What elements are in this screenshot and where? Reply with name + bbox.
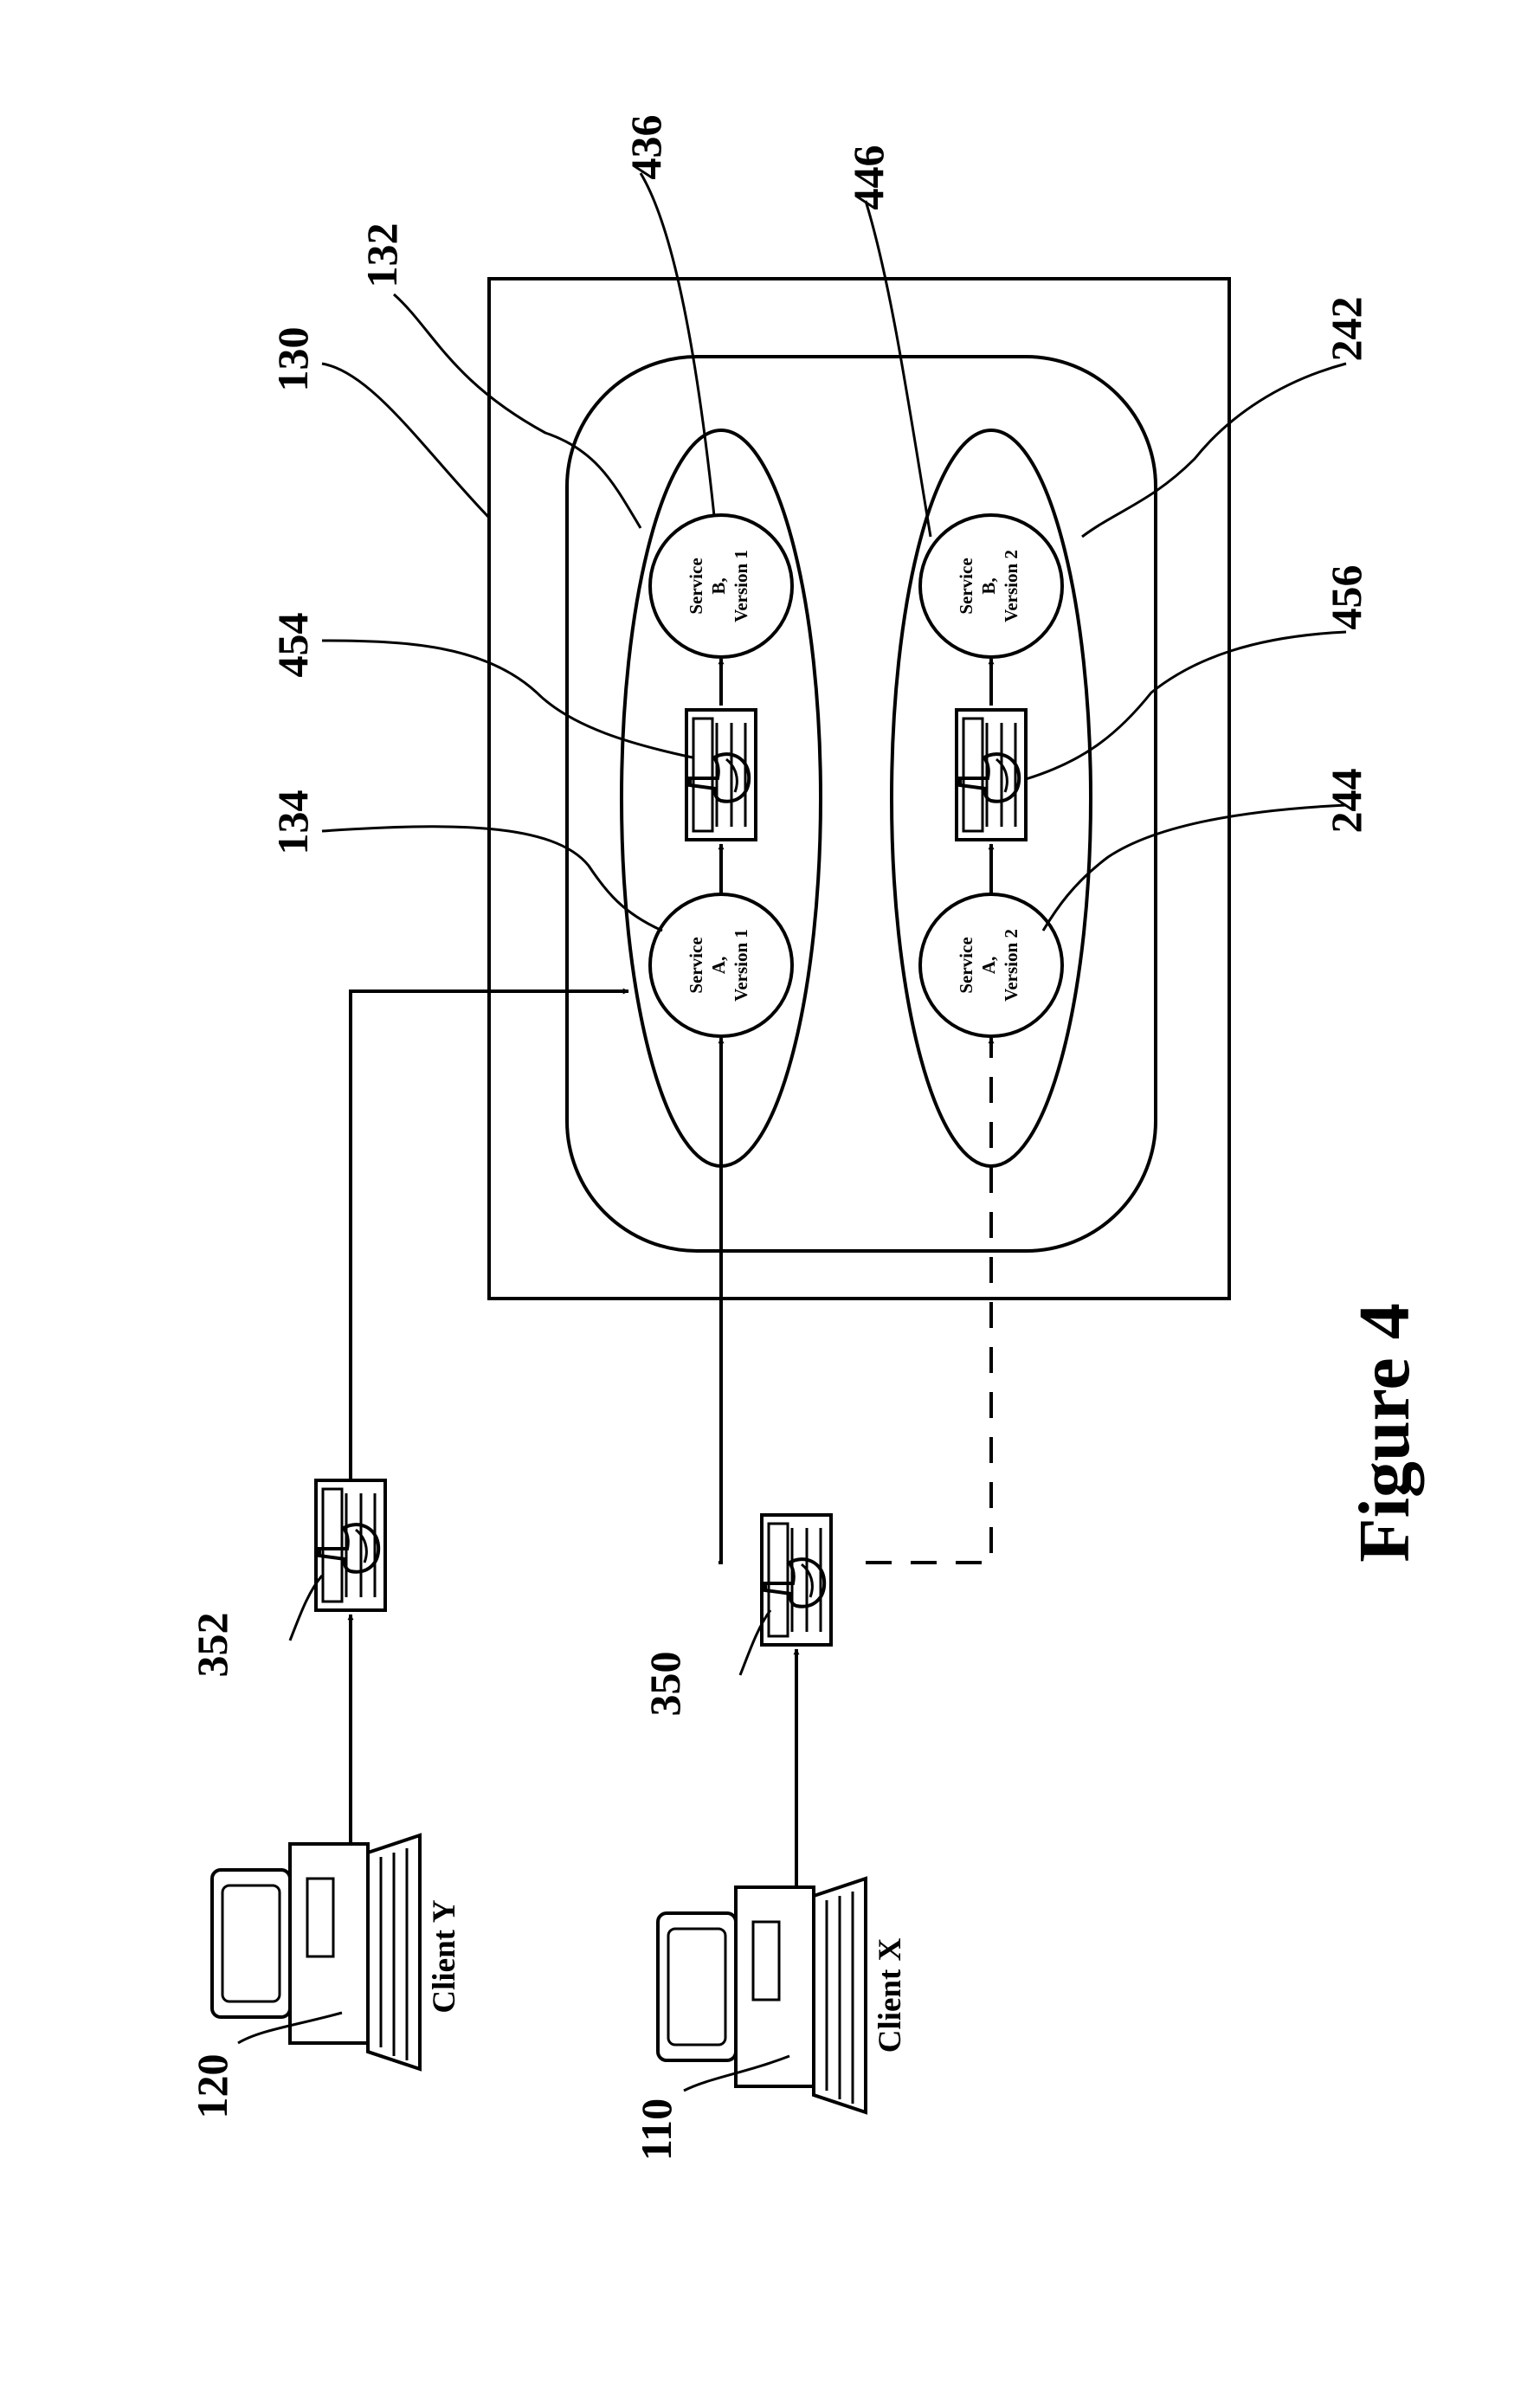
ref-436: 436 <box>622 115 670 180</box>
client-y-computer-icon <box>212 1835 420 2069</box>
client-x-computer-icon <box>658 1879 866 2112</box>
service-b-v2-line2: B, <box>978 577 999 594</box>
service-b-v1-line2: B, <box>708 577 729 594</box>
leader-132 <box>394 294 641 528</box>
ref-110: 110 <box>632 2098 680 2161</box>
leader-350 <box>740 1610 770 1675</box>
ref-244: 244 <box>1322 769 1370 834</box>
leader-446 <box>866 201 931 537</box>
proxy-454-icon <box>686 710 756 840</box>
service-a-v1-line1: Service <box>686 937 706 993</box>
service-a-v2-line2: A, <box>978 957 999 974</box>
service-region <box>567 357 1156 1251</box>
client-y-label: Client Y <box>427 1899 462 2013</box>
leader-454 <box>322 641 693 757</box>
client-x-label: Client X <box>873 1937 908 2053</box>
ref-454: 454 <box>268 613 317 678</box>
service-b-v1-line3: Version 1 <box>731 550 751 622</box>
service-a-v2-line1: Service <box>956 937 976 993</box>
service-a-v1-line3: Version 1 <box>731 929 751 1002</box>
ref-242: 242 <box>1322 297 1370 362</box>
ref-446: 446 <box>844 145 892 210</box>
ref-120: 120 <box>188 2054 236 2119</box>
ref-132: 132 <box>358 223 406 288</box>
ref-456: 456 <box>1322 565 1370 630</box>
leader-134 <box>322 827 662 931</box>
leader-130 <box>322 364 489 518</box>
figure-caption: Figure 4 <box>1344 1303 1425 1562</box>
ref-350: 350 <box>641 1652 689 1717</box>
service-b-v2-line3: Version 2 <box>1001 550 1021 622</box>
leader-456 <box>1026 632 1346 779</box>
service-a-v2-line3: Version 2 <box>1001 929 1021 1002</box>
ref-352: 352 <box>188 1613 236 1678</box>
service-b-v1-line1: Service <box>686 558 706 614</box>
service-b-v2-line1: Service <box>956 558 976 614</box>
proxy-352-icon <box>316 1480 385 1610</box>
leader-242 <box>1082 364 1346 537</box>
proxy-350-icon <box>762 1515 831 1645</box>
ref-134: 134 <box>268 790 317 855</box>
proxy-456-icon <box>957 710 1026 840</box>
container-box <box>489 279 1229 1299</box>
service-a-v1-line2: A, <box>708 957 729 974</box>
ref-130: 130 <box>268 327 317 392</box>
